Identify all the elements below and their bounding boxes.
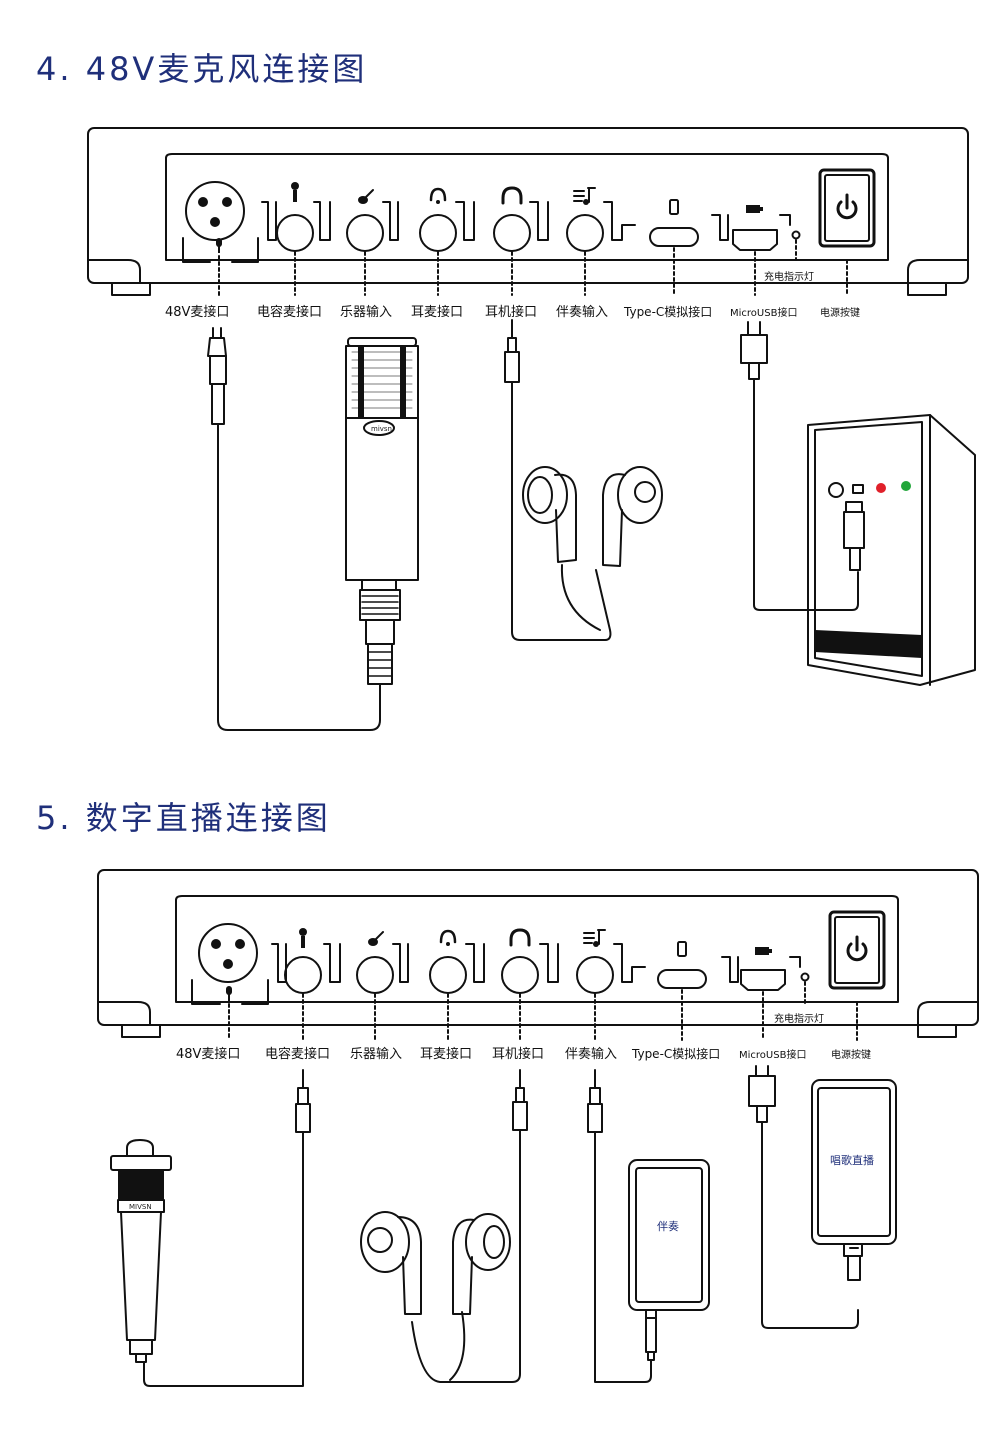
headphone-icon bbox=[509, 928, 531, 947]
condenser-mic-port[interactable] bbox=[276, 214, 314, 252]
charging-indicator-led bbox=[791, 230, 801, 240]
headset-icon bbox=[439, 929, 457, 946]
instrument-input-port[interactable] bbox=[356, 956, 394, 994]
section-title-48v: 4. 48V麦克风连接图 bbox=[36, 50, 368, 88]
power-button[interactable] bbox=[828, 910, 886, 990]
headphone-port[interactable] bbox=[493, 214, 531, 252]
charging-icon bbox=[746, 205, 763, 213]
charging-icon bbox=[755, 947, 772, 955]
headphone-icon bbox=[501, 186, 523, 205]
music-icon bbox=[573, 187, 596, 205]
label-48v-port: 48V麦接口 bbox=[176, 1046, 240, 1062]
xlr-port[interactable] bbox=[182, 181, 259, 263]
label-instrument-input: 乐器输入 bbox=[350, 1046, 402, 1062]
diagram-digital-live: 充电指示灯 48V麦接口 电容麦接口 乐器输入 耳麦接口 耳机接口 伴奏输入 T… bbox=[97, 869, 979, 1387]
label-headphone-port: 耳机接口 bbox=[492, 1046, 544, 1062]
guitar-icon bbox=[358, 189, 374, 204]
leader-lines bbox=[228, 989, 858, 1041]
charging-indicator-label: 充电指示灯 bbox=[764, 270, 814, 283]
diagram-48v-mic: 充电指示灯 48V麦接口 电容麦接口 乐器输入 耳麦接口 耳机接口 伴奏输入 T… bbox=[87, 127, 976, 731]
label-micro-usb-port: MicroUSB接口 bbox=[739, 1048, 806, 1061]
condenser-mic-icon bbox=[299, 928, 307, 948]
accompaniment-input-port[interactable] bbox=[576, 956, 614, 994]
guitar-icon bbox=[368, 931, 384, 946]
phone-icon bbox=[669, 199, 679, 215]
usb-cable bbox=[748, 1065, 859, 1329]
type-c-port[interactable] bbox=[657, 969, 707, 989]
label-condenser-port: 电容麦接口 bbox=[257, 304, 322, 320]
earphone-cable bbox=[504, 319, 612, 641]
phone-live-streaming-label: 唱歌直播 bbox=[830, 1153, 874, 1167]
accompaniment-input-port[interactable] bbox=[566, 214, 604, 252]
earphones bbox=[522, 466, 663, 567]
instrument-input-port[interactable] bbox=[346, 214, 384, 252]
mic-brand-label: mivsn bbox=[371, 425, 392, 433]
headset-icon bbox=[429, 187, 447, 204]
leader-lines bbox=[218, 247, 848, 296]
label-48v-port: 48V麦接口 bbox=[165, 304, 229, 320]
charging-indicator-label: 充电指示灯 bbox=[774, 1012, 824, 1025]
label-instrument-input: 乐器输入 bbox=[340, 304, 392, 320]
desktop-computer bbox=[807, 414, 976, 686]
red-led-icon bbox=[876, 483, 886, 493]
label-condenser-port: 电容麦接口 bbox=[265, 1046, 330, 1062]
condenser-mic-port[interactable] bbox=[284, 956, 322, 994]
earphone-cable bbox=[411, 1069, 528, 1383]
condenser-mic-icon bbox=[291, 182, 299, 202]
usb-cable bbox=[740, 321, 859, 611]
power-icon bbox=[846, 935, 868, 962]
mixer-device bbox=[87, 127, 969, 296]
label-power-button: 电源按键 bbox=[820, 306, 860, 319]
label-micro-usb-port: MicroUSB接口 bbox=[730, 306, 797, 319]
xlr-cable bbox=[207, 327, 381, 731]
label-headset-port: 耳麦接口 bbox=[411, 304, 463, 320]
mixer-device bbox=[97, 869, 979, 1038]
label-power-button: 电源按键 bbox=[831, 1048, 871, 1061]
music-icon bbox=[583, 929, 606, 947]
label-accompaniment-input: 伴奏输入 bbox=[556, 304, 608, 320]
handheld-microphone bbox=[110, 1139, 172, 1363]
headphone-port[interactable] bbox=[501, 956, 539, 994]
label-accompaniment-input: 伴奏输入 bbox=[565, 1046, 617, 1062]
green-led-icon bbox=[901, 481, 911, 491]
xlr-port[interactable] bbox=[191, 923, 269, 1005]
headset-port[interactable] bbox=[429, 956, 467, 994]
earphones bbox=[360, 1211, 511, 1315]
headset-port[interactable] bbox=[419, 214, 457, 252]
type-c-port[interactable] bbox=[649, 227, 699, 247]
phone-accompaniment-label: 伴奏 bbox=[657, 1220, 679, 1233]
phone-accompaniment bbox=[628, 1159, 710, 1361]
power-icon bbox=[836, 193, 858, 220]
label-type-c-port: Type-C模拟接口 bbox=[631, 1046, 720, 1061]
label-headset-port: 耳麦接口 bbox=[420, 1046, 472, 1062]
section-title-digital-live: 5. 数字直播连接图 bbox=[36, 799, 331, 837]
condenser-microphone bbox=[345, 337, 419, 685]
micro-usb-port[interactable] bbox=[732, 229, 778, 251]
mic-icon bbox=[226, 986, 232, 1001]
mic-brand-label: MIVSN bbox=[129, 1203, 152, 1211]
mic-icon bbox=[216, 238, 222, 253]
micro-usb-port[interactable] bbox=[740, 969, 786, 991]
charging-indicator-led bbox=[800, 972, 810, 982]
label-type-c-port: Type-C模拟接口 bbox=[623, 304, 712, 319]
label-headphone-port: 耳机接口 bbox=[485, 304, 537, 320]
power-button[interactable] bbox=[818, 168, 876, 248]
port-divider-line bbox=[261, 201, 791, 241]
port-divider-line bbox=[271, 943, 801, 983]
accompaniment-cable bbox=[587, 1069, 652, 1383]
phone-icon bbox=[677, 941, 687, 957]
phone-live-streaming bbox=[811, 1079, 897, 1281]
mic-cable bbox=[143, 1069, 311, 1387]
